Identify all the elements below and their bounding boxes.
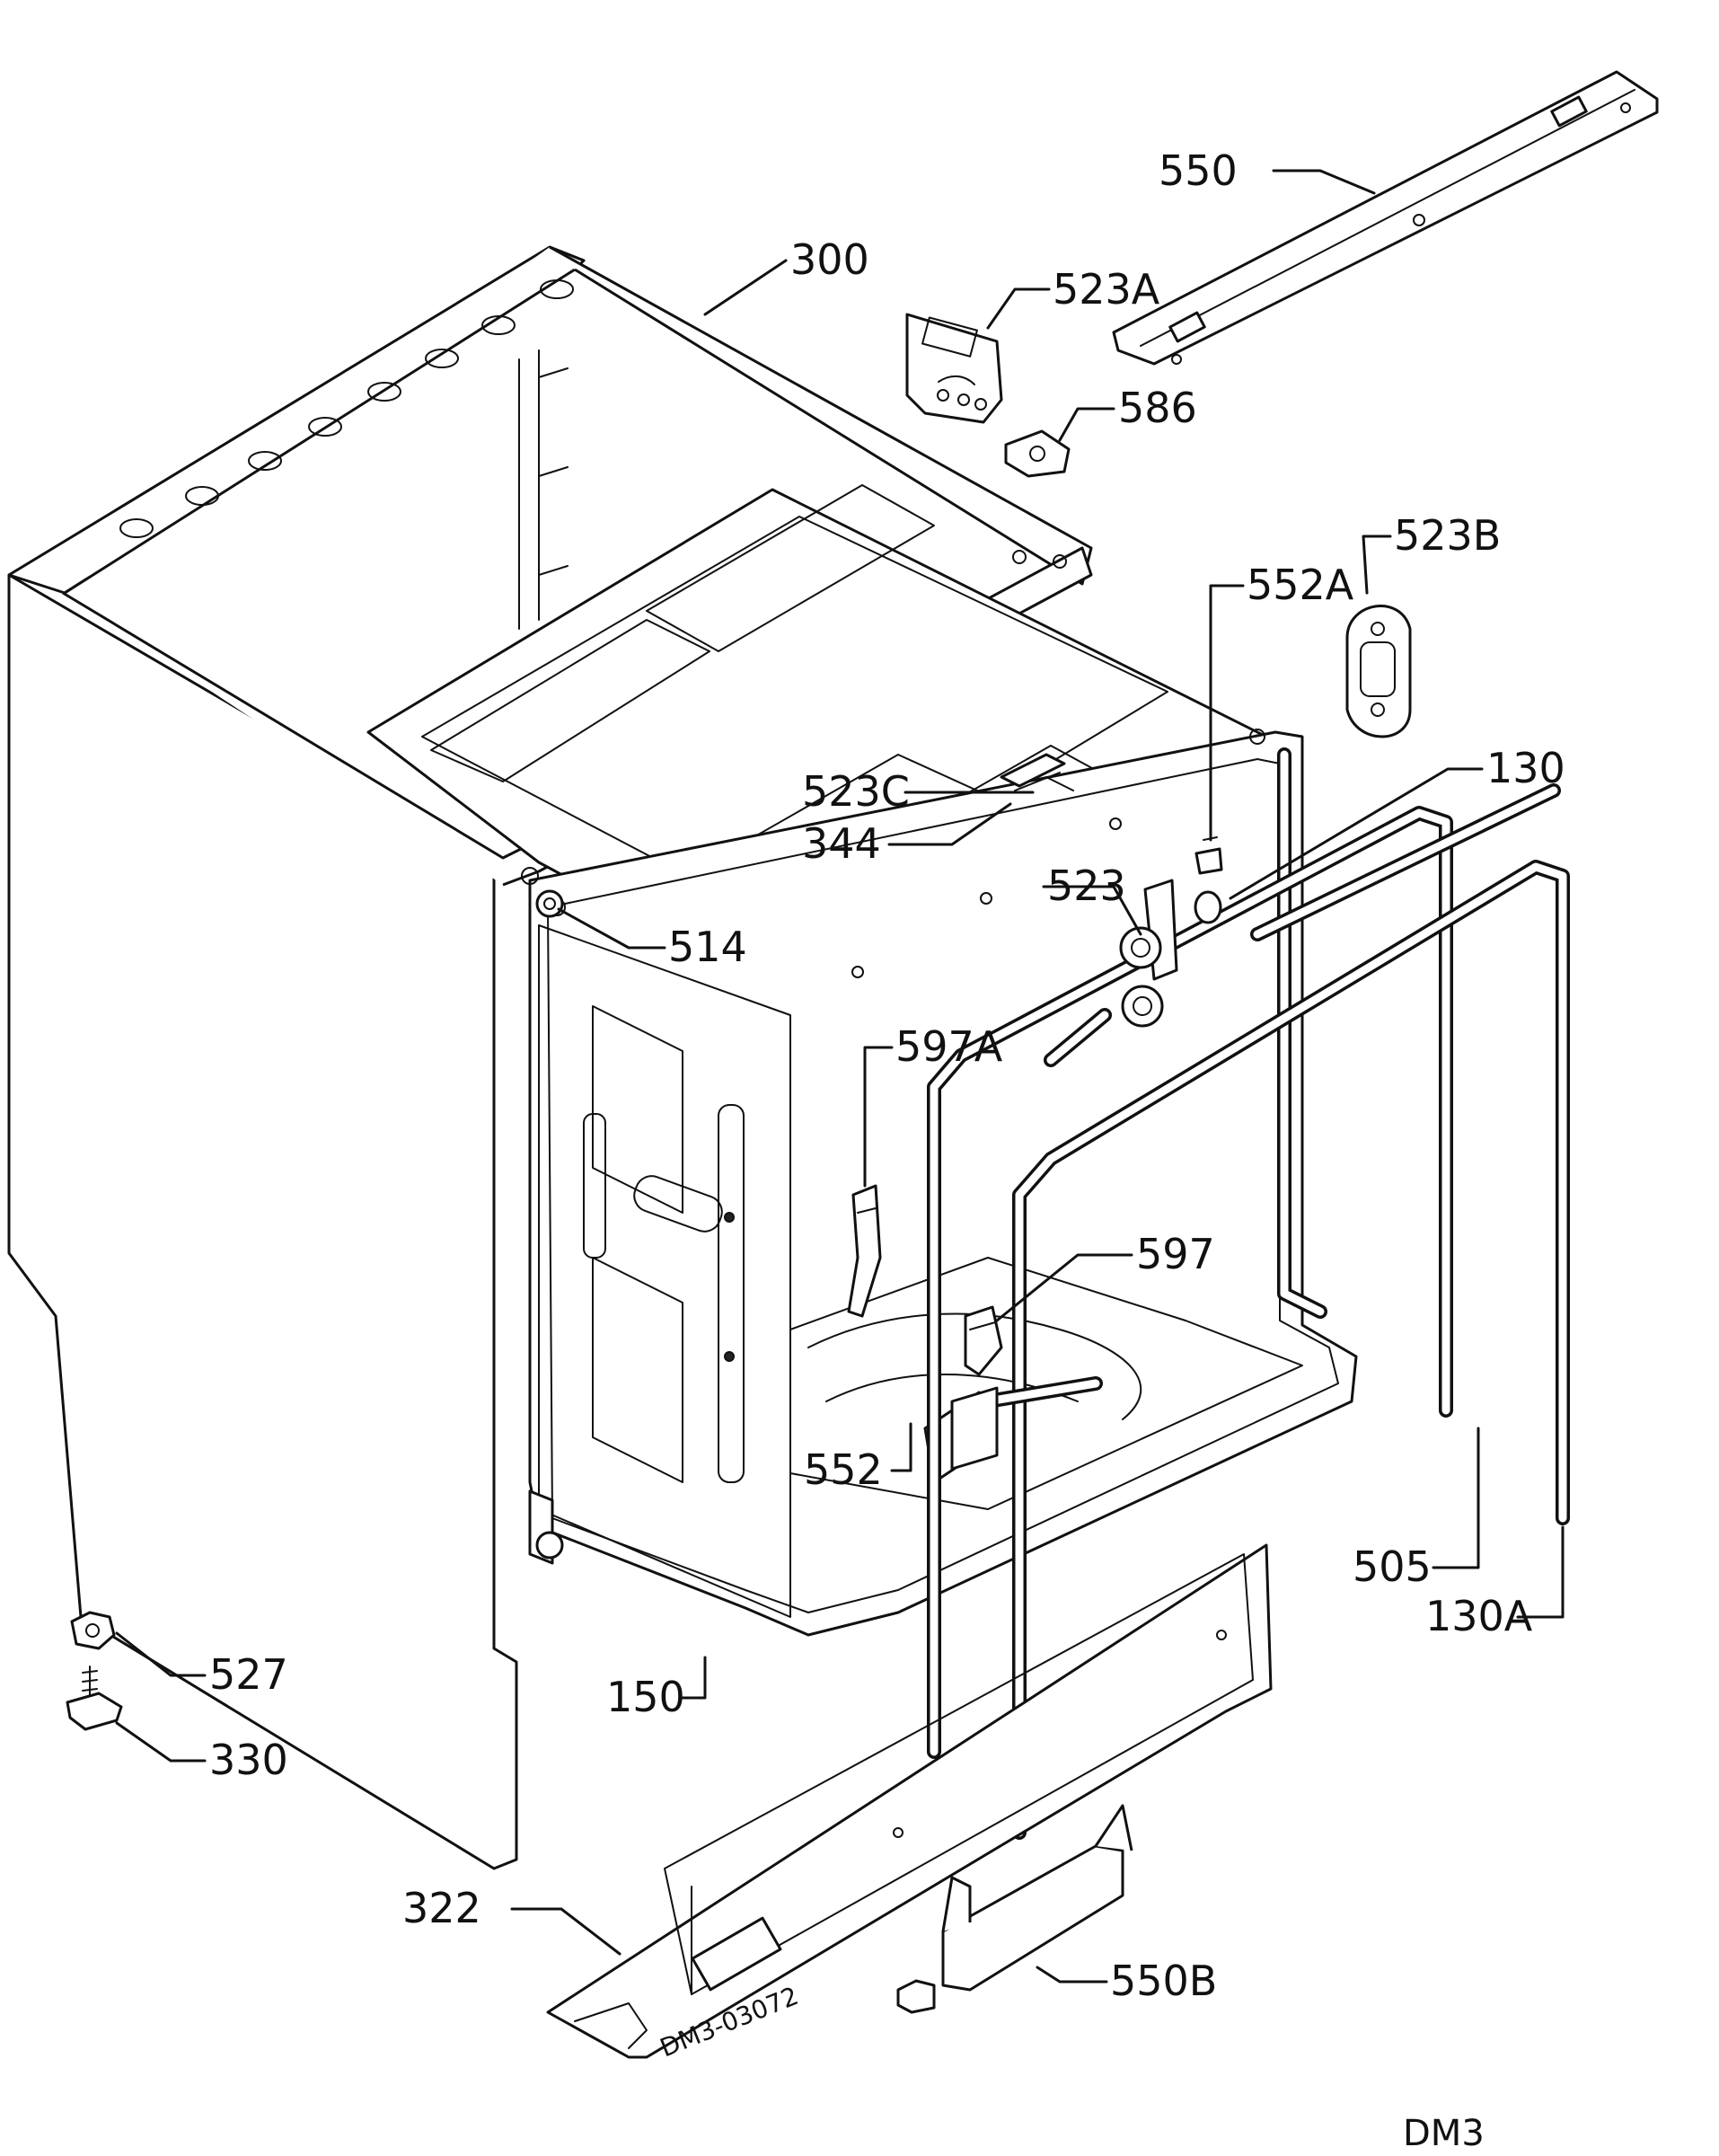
striker-523b [1345,605,1412,738]
label-586: 586 [1118,384,1197,432]
label-344: 344 [802,819,881,868]
grommet-514 [535,889,564,918]
label-552: 552 [804,1445,883,1494]
label-523a: 523A [1053,265,1160,314]
hinge-rollers-523 [1119,879,1178,1028]
leader-lines [115,169,1565,1984]
label-330: 330 [209,1736,288,1784]
label-550: 550 [1159,146,1238,195]
label-597a: 597A [895,1022,1003,1071]
label-322: 322 [402,1884,481,1932]
base-rail-322 [546,1543,1273,2059]
door-gasket-505 [1277,747,1327,1319]
label-505: 505 [1353,1542,1432,1591]
seal-strip-597 [1044,1008,1112,1067]
channel-552 [950,1386,999,1471]
latch-hook-597a [847,1184,882,1318]
clip-597 [964,1305,1003,1376]
foot-screw-330 [66,1666,123,1731]
label-130: 130 [1486,744,1565,792]
nut-527 [70,1611,116,1650]
label-523: 523 [1047,862,1126,910]
washer-130-ring [1194,890,1222,924]
label-300: 300 [790,235,869,284]
front-rail-holes [119,279,574,538]
top-rail-550 [1112,70,1659,366]
nut-586 [1004,429,1071,478]
label-527: 527 [209,1650,288,1699]
seal-strip-upper [1250,783,1561,941]
label-514: 514 [668,923,747,971]
seal-strip-552 [981,1376,1103,1409]
label-523b: 523B [1394,511,1501,560]
page-code: DM3 [1403,2113,1485,2154]
label-150: 150 [606,1673,685,1721]
callout-labels: 550 300 523A 586 523B 552A 130 523C 344 … [209,146,1565,2154]
label-550b: 550B [1110,1957,1217,2005]
label-523c: 523C [802,767,910,816]
latch-523c [1000,753,1074,791]
bracket-550b [896,1804,1133,2014]
label-130a: 130A [1425,1592,1533,1640]
latch-bracket-523a [905,313,1003,424]
label-597: 597 [1136,1230,1215,1278]
label-552a: 552A [1247,561,1354,609]
